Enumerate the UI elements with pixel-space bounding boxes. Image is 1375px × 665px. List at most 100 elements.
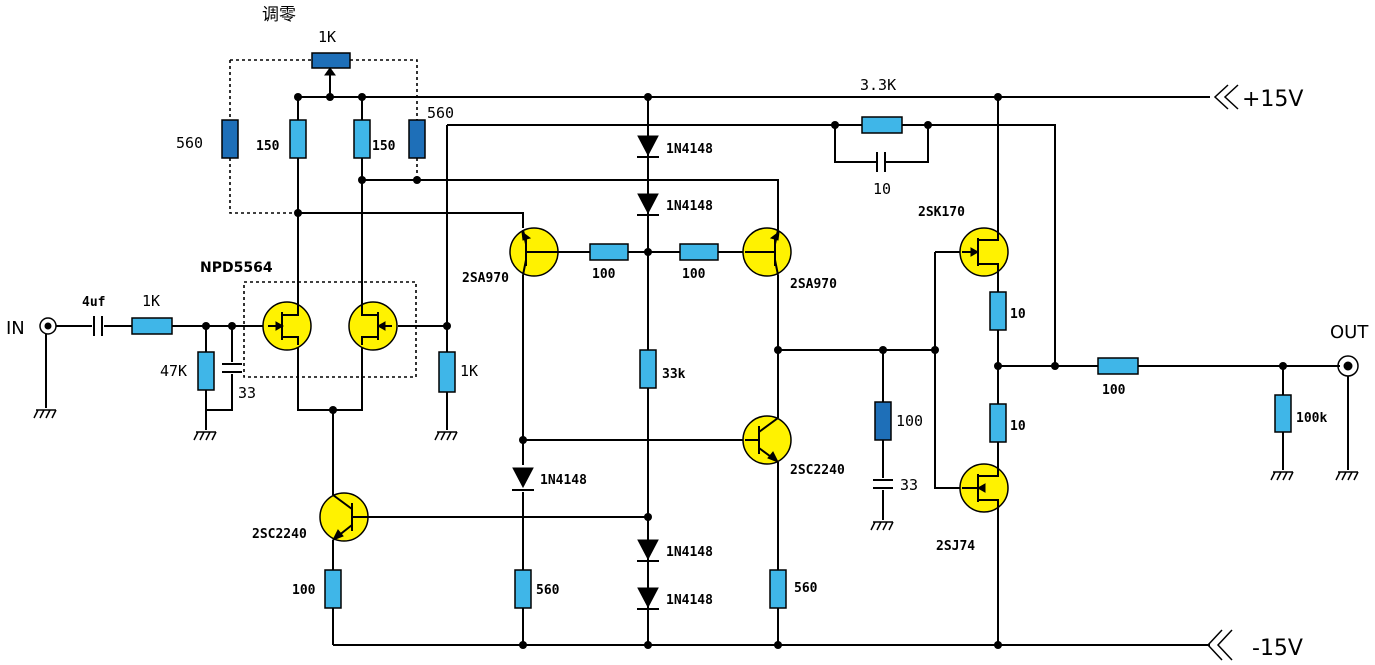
resistor-10-top <box>989 291 1007 331</box>
diode-d1-label: 1N4148 <box>666 142 713 157</box>
plus-rail-arrow-icon <box>1213 84 1239 110</box>
q-2sa970-right-label: 2SA970 <box>790 277 837 292</box>
capacitor-4uf <box>93 316 103 336</box>
r-47k-label: 47K <box>160 362 187 380</box>
resistor-100k <box>1274 394 1292 433</box>
jfet-right <box>348 301 398 351</box>
c-33-zobel-label: 33 <box>900 476 918 494</box>
jfet-pair <box>243 281 417 378</box>
resistor-100-emitter <box>324 569 342 609</box>
r-560-mid-label: 560 <box>536 583 560 598</box>
r-150-right-label: 150 <box>372 139 396 154</box>
diode-d2 <box>637 193 659 216</box>
capacitor-10 <box>870 152 892 172</box>
wiper-arrow-icon <box>324 67 336 80</box>
resistor-150-right <box>353 119 371 159</box>
diodes <box>512 135 659 610</box>
zero-adjust-label: 调零 <box>262 5 296 25</box>
r-560-left-label: 560 <box>176 134 203 152</box>
transistor-2sc2240-right <box>742 415 792 465</box>
c-4uf-label: 4uf <box>82 295 105 310</box>
capacitor-33-zobel <box>873 479 893 489</box>
resistor-150-left <box>289 119 307 159</box>
minus-rail-arrow-icon <box>1206 629 1233 661</box>
r-100-b-label: 100 <box>682 267 706 282</box>
input-label: IN <box>6 318 25 339</box>
resistor-1k-input <box>131 317 173 335</box>
c-10-label: 10 <box>873 180 891 198</box>
jfet-left <box>262 301 312 351</box>
minus-rail-label: -15V <box>1252 636 1303 661</box>
q-2sa970-left-label: 2SA970 <box>462 271 509 286</box>
resistor-560-left <box>221 119 239 159</box>
ground-icon <box>1270 471 1294 481</box>
plus-rail-label: +15V <box>1242 87 1303 112</box>
ground-symbols <box>33 409 1359 531</box>
q-2sj74-label: 2SJ74 <box>936 539 975 554</box>
r-100k-label: 100k <box>1296 411 1327 426</box>
diode-d5 <box>637 587 659 610</box>
resistor-560-mid <box>514 569 532 609</box>
diode-d4-label: 1N4148 <box>666 545 713 560</box>
output-jack-icon <box>1337 355 1359 377</box>
r-100-zobel-label: 100 <box>896 412 923 430</box>
q-2sk170-label: 2SK170 <box>918 205 965 220</box>
resistor-47k <box>197 351 215 391</box>
ground-icon <box>1335 471 1359 481</box>
capacitor-33-input <box>222 363 242 373</box>
fet-2sk170 <box>959 227 1009 277</box>
r-33k-label: 33k <box>662 367 686 382</box>
capacitors <box>93 152 893 489</box>
trim-pot-label: 1K <box>318 28 336 46</box>
jfet-pair-label: NPD5564 <box>200 260 273 276</box>
bjt-transistors <box>319 227 792 542</box>
r-1k-gate-label: 1K <box>460 362 478 380</box>
r-560-vas-label: 560 <box>794 581 818 596</box>
input-jack-icon <box>39 317 57 335</box>
q-2sc2240-left-label: 2SC2240 <box>252 527 307 542</box>
diode-d2-label: 1N4148 <box>666 199 713 214</box>
resistor-33k <box>639 349 657 389</box>
resistor-100-output <box>1097 357 1139 375</box>
resistor-10-bottom <box>989 403 1007 443</box>
resistor-3k3 <box>861 116 903 134</box>
component-labels: 调零 1K 560 150 150 560 3.3K 10 +15V -15V … <box>6 5 1369 661</box>
output-label: OUT <box>1330 322 1369 343</box>
transistor-2sc2240-left <box>319 492 369 542</box>
ground-icon <box>193 431 217 441</box>
connectors <box>39 84 1359 661</box>
q-2sc2240-right-label: 2SC2240 <box>790 463 845 478</box>
r-10-top-label: 10 <box>1010 307 1026 322</box>
r-150-left-label: 150 <box>256 139 280 154</box>
c-33-input-label: 33 <box>238 384 256 402</box>
resistor-100-a <box>589 243 629 261</box>
transistor-2sa970-right <box>742 227 792 277</box>
trim-potentiometer <box>311 52 351 69</box>
resistor-1k-gate <box>438 351 456 393</box>
r-100-output-label: 100 <box>1102 383 1126 398</box>
resistors <box>131 52 1292 609</box>
ground-icon <box>870 521 894 531</box>
output-fets <box>959 227 1009 513</box>
fet-2sj74 <box>959 463 1009 513</box>
ground-icon <box>434 431 458 441</box>
diode-d3-label: 1N4148 <box>540 473 587 488</box>
transistor-2sa970-left <box>509 227 559 277</box>
resistor-560-vas <box>769 569 787 609</box>
diode-d5-label: 1N4148 <box>666 593 713 608</box>
r-100-a-label: 100 <box>592 267 616 282</box>
r-560-right-label: 560 <box>427 104 454 122</box>
resistor-100-zobel <box>874 401 892 441</box>
junction-dots <box>202 93 1287 649</box>
resistor-560-right <box>408 119 426 159</box>
resistor-100-b <box>679 243 719 261</box>
ground-icon <box>33 409 57 419</box>
diode-d3 <box>512 467 534 491</box>
diode-d1 <box>637 135 659 158</box>
r-10-bottom-label: 10 <box>1010 419 1026 434</box>
r-100-emitter-label: 100 <box>292 583 316 598</box>
diode-d4 <box>637 539 659 562</box>
r-3k3-label: 3.3K <box>860 76 896 94</box>
r-1k-input-label: 1K <box>142 292 160 310</box>
